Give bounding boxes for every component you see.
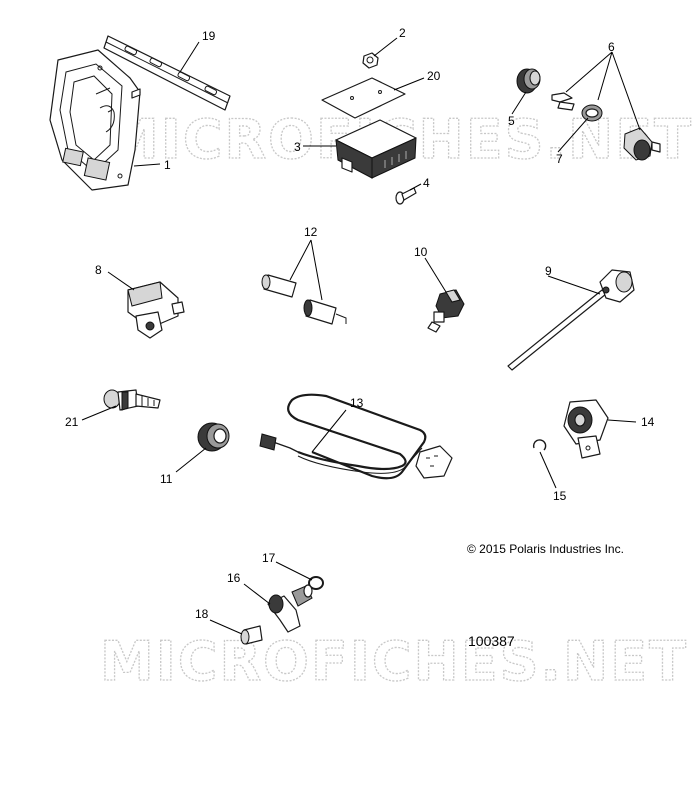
- watermark-bottom: MICROFICHES.NET: [100, 630, 688, 693]
- part-2-nut: [362, 52, 379, 69]
- callout-19: 19: [202, 29, 216, 43]
- callout-4: 4: [423, 176, 430, 190]
- part-17-oring: [308, 576, 324, 590]
- part-5-cap: [516, 68, 541, 94]
- part-10-temp-sensor: [427, 289, 465, 333]
- callout-10: 10: [414, 245, 428, 259]
- part-7-washer: [581, 104, 603, 122]
- callout-9: 9: [545, 264, 552, 278]
- part-4-screw: [395, 187, 417, 205]
- callout-7: 7: [556, 152, 563, 166]
- leader-lines: [81, 37, 641, 635]
- callout-1: 1: [164, 158, 171, 172]
- callout-8: 8: [95, 263, 102, 277]
- part-14-knock-sensor: [563, 399, 609, 459]
- part-16-elbow: [267, 584, 313, 633]
- callout-3: 3: [294, 140, 301, 154]
- part-1-ecu: [49, 49, 141, 191]
- part-15-clip: [532, 439, 547, 451]
- callout-numbers: 1 2 3 4 5 6 7 8 9 10 11 12 13 14 15 16 1…: [65, 26, 655, 621]
- part-19-bracket: [103, 35, 231, 111]
- callout-5: 5: [508, 114, 515, 128]
- document-id: 100387: [468, 633, 515, 649]
- part-6-clip: [551, 92, 575, 111]
- part-13-harness: [259, 393, 453, 480]
- part-20-cover: [321, 77, 406, 119]
- callout-20: 20: [427, 69, 441, 83]
- callout-18: 18: [195, 607, 209, 621]
- callout-17: 17: [262, 551, 276, 565]
- part-3-module: [335, 119, 417, 179]
- callout-6: 6: [608, 40, 615, 54]
- part-9-rod-sensor: [507, 269, 635, 371]
- callout-16: 16: [227, 571, 241, 585]
- part-11-grommet: [197, 422, 230, 452]
- copyright-text: © 2015 Polaris Industries Inc.: [467, 542, 624, 556]
- part-18-bolt: [240, 625, 263, 645]
- part-8-map-sensor: [127, 281, 185, 339]
- callout-14: 14: [641, 415, 655, 429]
- callout-2: 2: [399, 26, 406, 40]
- callout-21: 21: [65, 415, 79, 429]
- callout-13: 13: [350, 396, 364, 410]
- callout-11: 11: [160, 472, 173, 486]
- part-21-sensor: [103, 389, 161, 411]
- callout-15: 15: [553, 489, 567, 503]
- part-12-pins: [261, 274, 347, 325]
- part-6-sensor: [623, 127, 661, 161]
- callout-12: 12: [304, 225, 318, 239]
